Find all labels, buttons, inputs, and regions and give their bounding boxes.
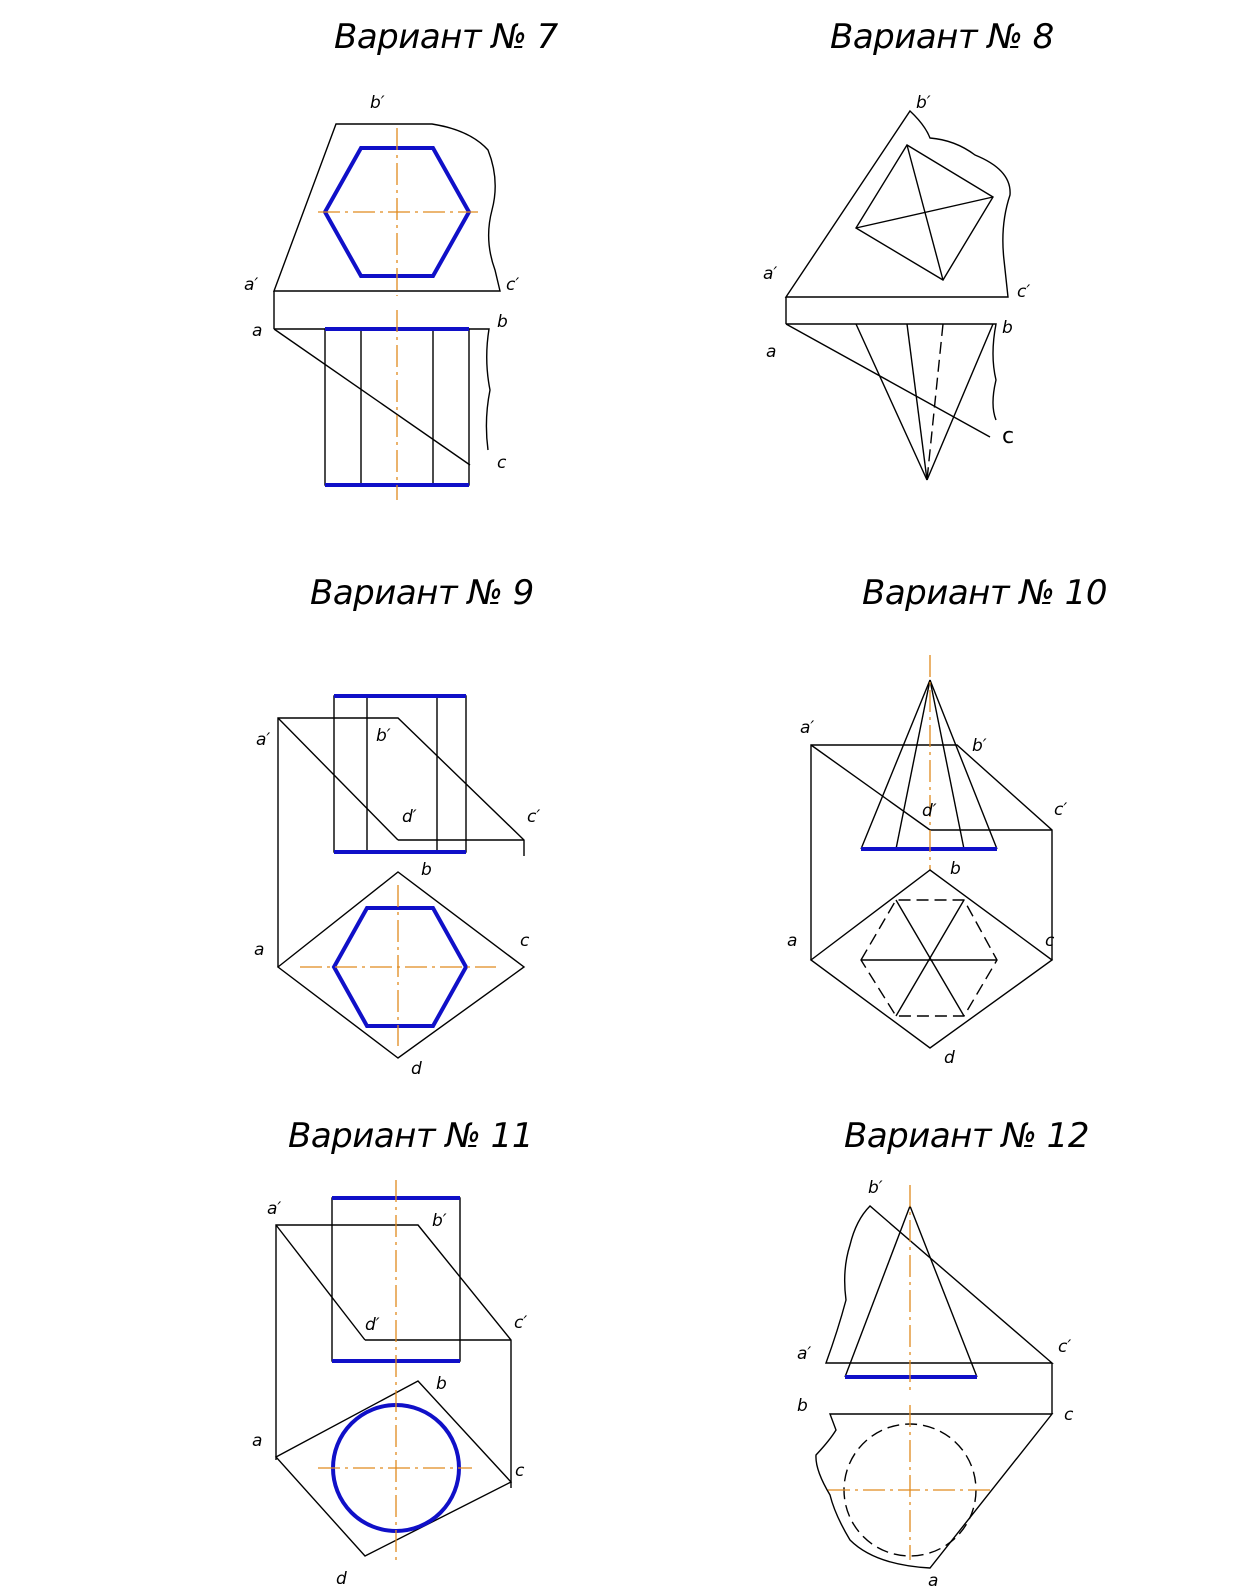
label-b-prime: b′: [376, 726, 391, 746]
label-b-prime: b′: [370, 93, 385, 113]
pyramid-edge: [906, 323, 928, 481]
plane-top-view: [276, 871, 526, 1059]
plane-front-diagonal: [810, 744, 931, 831]
label-a-prime: a′: [797, 1344, 811, 1364]
variant-12-title: Вариант № 12: [844, 1116, 1089, 1156]
pyramid-hidden-edge: [926, 323, 944, 481]
pyramid-edge: [906, 144, 944, 281]
label-a: a: [254, 940, 264, 960]
plane-top-view: [815, 1413, 1054, 1569]
label-b-prime: b′: [916, 93, 931, 113]
label-a: a: [766, 342, 776, 362]
plane-top-view: [809, 869, 1054, 1049]
label-a: a: [252, 1431, 262, 1451]
plane-front-diagonal: [275, 1224, 366, 1341]
plane-front-view: [277, 717, 525, 967]
variant-12: Вариант № 12 b′ a′ c′ b c a: [797, 1116, 1089, 1591]
plane-front-view: [272, 123, 501, 292]
label-a: a: [787, 931, 797, 951]
variant-10: Вариант № 10 a′ b′ c′ d′ a b c d: [787, 573, 1107, 1068]
label-b-prime: b′: [868, 1178, 883, 1198]
variant-7-title: Вариант № 7: [334, 17, 559, 57]
label-c: c: [1002, 424, 1014, 449]
label-d-prime: d′: [402, 807, 417, 827]
label-c: c: [497, 453, 507, 473]
variant-9: Вариант № 9 a′ b′ c′ d′ a b c d: [254, 573, 540, 1079]
label-d: d: [336, 1569, 347, 1589]
label-d-prime: d′: [922, 801, 937, 821]
plane-front-view: [275, 1224, 512, 1488]
label-a-prime: a′: [267, 1199, 281, 1219]
variant-8-title: Вариант № 8: [830, 17, 1054, 57]
label-c-prime: c′: [514, 1313, 527, 1333]
label-b: b: [436, 1374, 447, 1394]
plane-top-view: [274, 1380, 513, 1557]
plane-top-view-diagonal: [273, 328, 471, 466]
pyramid-edge: [855, 323, 928, 481]
cone-generatrix: [860, 679, 931, 850]
plane-front-diagonal: [277, 717, 399, 841]
variant-7: Вариант № 7 b′ a′ c′ a b c: [244, 17, 559, 500]
label-b: b: [421, 860, 432, 880]
pyramid-edge-top-view: [895, 899, 965, 1017]
variant-11-title: Вариант № 11: [288, 1116, 533, 1156]
cone-generatrix: [909, 1205, 978, 1378]
label-a-prime: a′: [244, 275, 258, 295]
label-c-prime: c′: [506, 275, 519, 295]
variant-10-title: Вариант № 10: [862, 573, 1107, 613]
variant-9-title: Вариант № 9: [310, 573, 534, 613]
plane-top-view-diagonal: [785, 323, 991, 438]
plane-front-view: [784, 109, 1011, 298]
label-c: c: [520, 931, 530, 951]
label-b: b: [950, 859, 961, 879]
cone-generatrix: [929, 679, 998, 850]
label-c-prime: c′: [1017, 282, 1030, 302]
label-a-prime: a′: [763, 264, 777, 284]
label-c-prime: c′: [527, 807, 540, 827]
label-c: c: [1064, 1405, 1074, 1425]
label-d-prime: d′: [365, 1315, 380, 1335]
label-b: b: [1002, 318, 1013, 338]
label-d: d: [411, 1059, 422, 1079]
label-c: c: [1045, 931, 1055, 951]
label-d: d: [944, 1048, 955, 1068]
hexagon-base-hidden: [860, 899, 998, 1017]
label-c-prime: c′: [1054, 800, 1067, 820]
plane-front-view: [825, 1205, 1054, 1364]
label-a: a: [928, 1571, 938, 1591]
cone-generatrix: [895, 679, 931, 850]
label-a: a: [252, 321, 262, 341]
cone-generatrix: [929, 679, 965, 850]
plane-front-view: [810, 744, 1053, 960]
label-c: c: [515, 1461, 525, 1481]
label-b-prime: b′: [432, 1211, 447, 1231]
cone-generatrix: [844, 1205, 911, 1378]
label-c-prime: c′: [1058, 1337, 1071, 1357]
pyramid-edge: [926, 323, 994, 481]
variant-8: Вариант № 8 b′ a′ c′ a b c: [763, 17, 1054, 481]
label-a-prime: a′: [800, 718, 814, 738]
label-b: b: [497, 312, 508, 332]
plane-top-view-edge: [786, 323, 997, 421]
label-a-prime: a′: [256, 730, 270, 750]
plane-top-view-edge: [274, 328, 491, 451]
label-b: b: [797, 1396, 808, 1416]
label-b-prime: b′: [972, 736, 987, 756]
variant-11: Вариант № 11 a′ b′ c′ d′ a b c d: [252, 1116, 533, 1589]
hexagon-prism-top: [331, 906, 469, 1028]
